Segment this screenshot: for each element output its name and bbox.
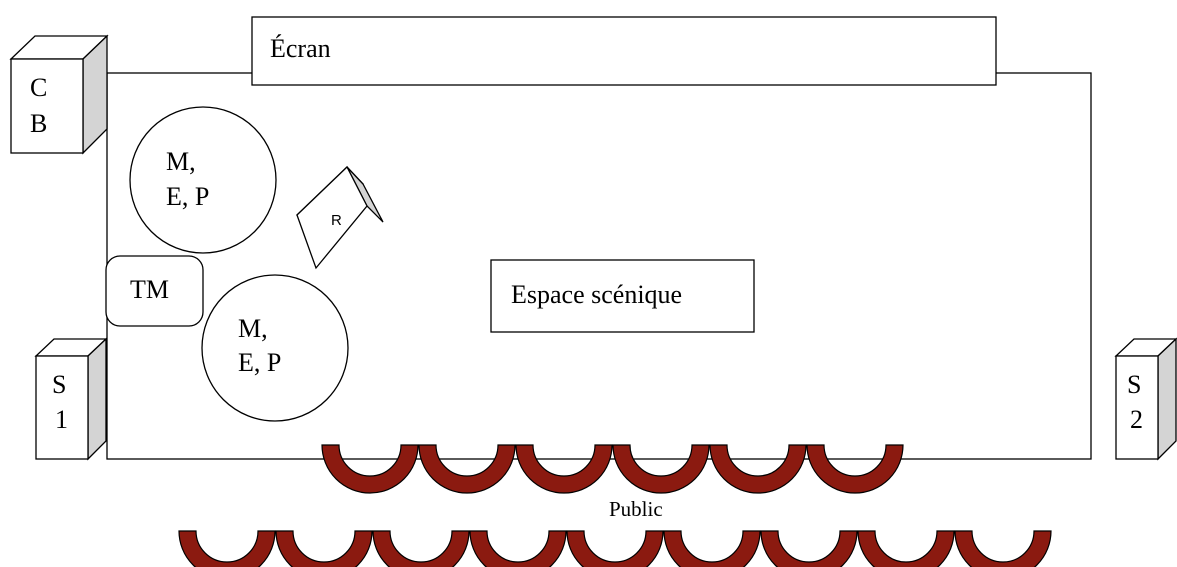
- performer-circle-2-label-2: E, P: [238, 348, 281, 377]
- cb-box-label-2: B: [30, 109, 47, 138]
- tm-box-outline: [105, 255, 204, 327]
- audience-seat: [709, 444, 807, 494]
- cb-box-label-1: C: [30, 73, 47, 102]
- audience-seat: [760, 530, 858, 567]
- performer-circle-1-label-1: M,: [166, 147, 196, 176]
- audience-label: Public: [609, 497, 663, 521]
- performer-circle-2-label-1: M,: [238, 314, 268, 343]
- performer-circle-1-label-2: E, P: [166, 182, 209, 211]
- s1-box-label-1: S: [52, 370, 66, 399]
- audience-front-row: [321, 444, 904, 494]
- s2-box-label-1: S: [1127, 370, 1141, 399]
- performer-circle-1: M, E, P: [129, 106, 277, 254]
- audience-seat: [372, 530, 470, 567]
- performer-circle-2: M, E, P: [201, 274, 349, 422]
- s2-box: S 2: [1114, 337, 1177, 461]
- s2-box-side: [1157, 337, 1177, 461]
- audience-seat: [418, 444, 516, 494]
- audience-seat: [566, 530, 664, 567]
- audience-seat: [275, 530, 373, 567]
- audience-seat: [178, 530, 276, 567]
- r-box-label: R: [331, 212, 342, 229]
- audience-seat: [954, 530, 1052, 567]
- s1-box-label-2: 1: [55, 405, 68, 434]
- cb-box-front: [10, 58, 84, 154]
- screen: Écran: [251, 16, 997, 86]
- r-box-front: [296, 165, 368, 270]
- audience-back-row: [178, 530, 1052, 567]
- s1-box-side: [87, 337, 107, 461]
- tm-box: TM: [105, 255, 204, 327]
- cb-box: C B: [9, 34, 109, 155]
- tm-box-label: TM: [130, 275, 169, 304]
- stage-space: Espace scénique: [490, 259, 755, 333]
- stage-space-box: [490, 259, 755, 333]
- s2-box-front: [1115, 355, 1159, 460]
- screen-box: [251, 16, 997, 86]
- screen-label: Écran: [270, 34, 331, 63]
- audience-seat: [806, 444, 904, 494]
- audience-seat: [663, 530, 761, 567]
- audience-seat: [612, 444, 710, 494]
- performer-circle-2-outline: [201, 274, 349, 422]
- audience-seat: [857, 530, 955, 567]
- s1-box: S 1: [34, 337, 108, 461]
- s1-box-front: [35, 355, 89, 460]
- audience-seat: [469, 530, 567, 567]
- s2-box-label-2: 2: [1130, 405, 1143, 434]
- stage-space-label: Espace scénique: [511, 280, 682, 309]
- r-box: R: [296, 165, 384, 270]
- performer-circle-1-outline: [129, 106, 277, 254]
- audience-seat: [321, 444, 419, 494]
- audience-seat: [515, 444, 613, 494]
